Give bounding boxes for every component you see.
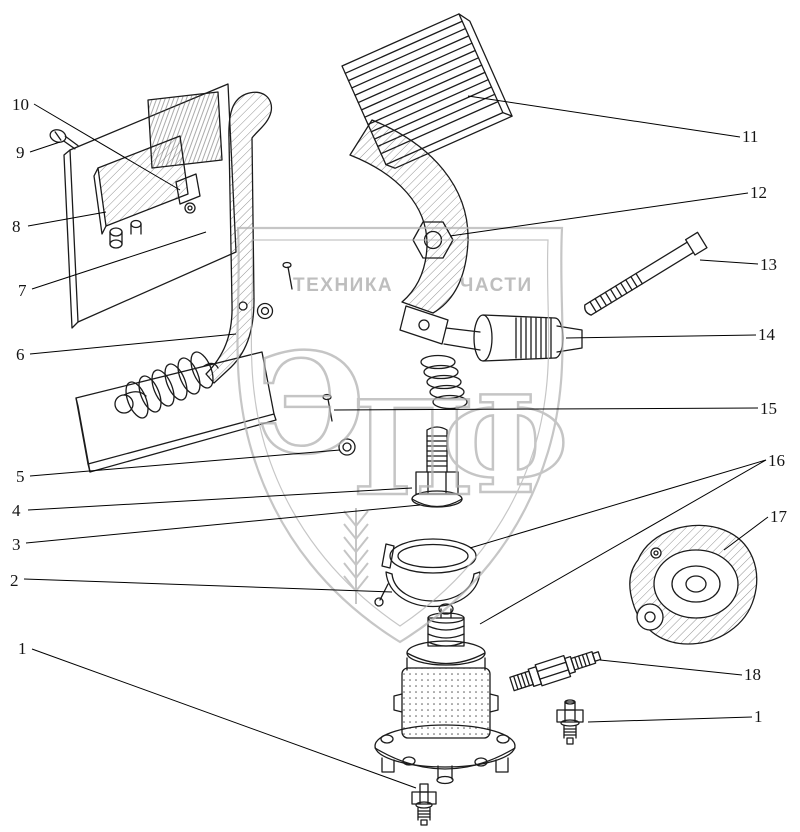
callout-13: 13 <box>760 255 777 274</box>
watermark-text-left: ТЕХНИКА <box>293 275 393 296</box>
bleed-fitting <box>411 783 437 826</box>
callout-2: 2 <box>10 571 19 590</box>
watermark-wheat <box>343 508 369 604</box>
latch-clip <box>175 173 201 214</box>
return-spring <box>125 351 219 419</box>
watermark-text-right: ЧАСТИ <box>460 275 533 296</box>
bleed-fitting <box>556 699 584 745</box>
callout-6: 6 <box>16 345 25 364</box>
callout-1-left: 1 <box>18 639 27 658</box>
callout-7: 7 <box>18 281 27 300</box>
callout-17: 17 <box>770 507 787 526</box>
washer <box>256 302 274 320</box>
callout-4: 4 <box>12 501 21 520</box>
pin <box>322 393 333 422</box>
union-fitting <box>509 651 602 692</box>
long-bolt <box>584 231 708 316</box>
callout-10: 10 <box>12 95 29 114</box>
base-plate <box>75 351 277 473</box>
pedal-arm <box>349 119 469 314</box>
screw <box>49 129 79 150</box>
callout-5: 5 <box>16 467 25 486</box>
small-spring <box>420 354 468 410</box>
callout-1-right: 1 <box>754 707 763 726</box>
watermark-letter: П <box>352 372 475 525</box>
callout-14: 14 <box>758 325 775 344</box>
watermark-shield <box>236 226 564 644</box>
callout-12: 12 <box>750 183 767 202</box>
callout-18: 18 <box>744 665 761 684</box>
watermark-letter: Э <box>256 322 366 485</box>
callout-11: 11 <box>742 127 759 146</box>
callout-8: 8 <box>12 217 21 236</box>
callout-3: 3 <box>12 535 21 554</box>
callout-15: 15 <box>760 399 777 418</box>
callout-16: 16 <box>768 451 785 470</box>
watermark: ТЕХНИКА ЧАСТИ Э П Ф <box>236 226 571 644</box>
watermark-letter: Ф <box>442 366 569 524</box>
washer <box>338 438 356 456</box>
valve-cylinder <box>473 314 583 362</box>
watermark-letters: Э П Ф <box>255 321 571 527</box>
clamp-ring <box>374 538 481 608</box>
clevis <box>399 305 481 351</box>
leader-lines <box>23 95 769 789</box>
callout-9: 9 <box>16 143 25 162</box>
pin <box>282 261 293 290</box>
brake-valve-body <box>374 603 516 785</box>
mounting-bolt <box>411 426 463 508</box>
bracket <box>93 135 189 249</box>
cover <box>629 524 758 645</box>
